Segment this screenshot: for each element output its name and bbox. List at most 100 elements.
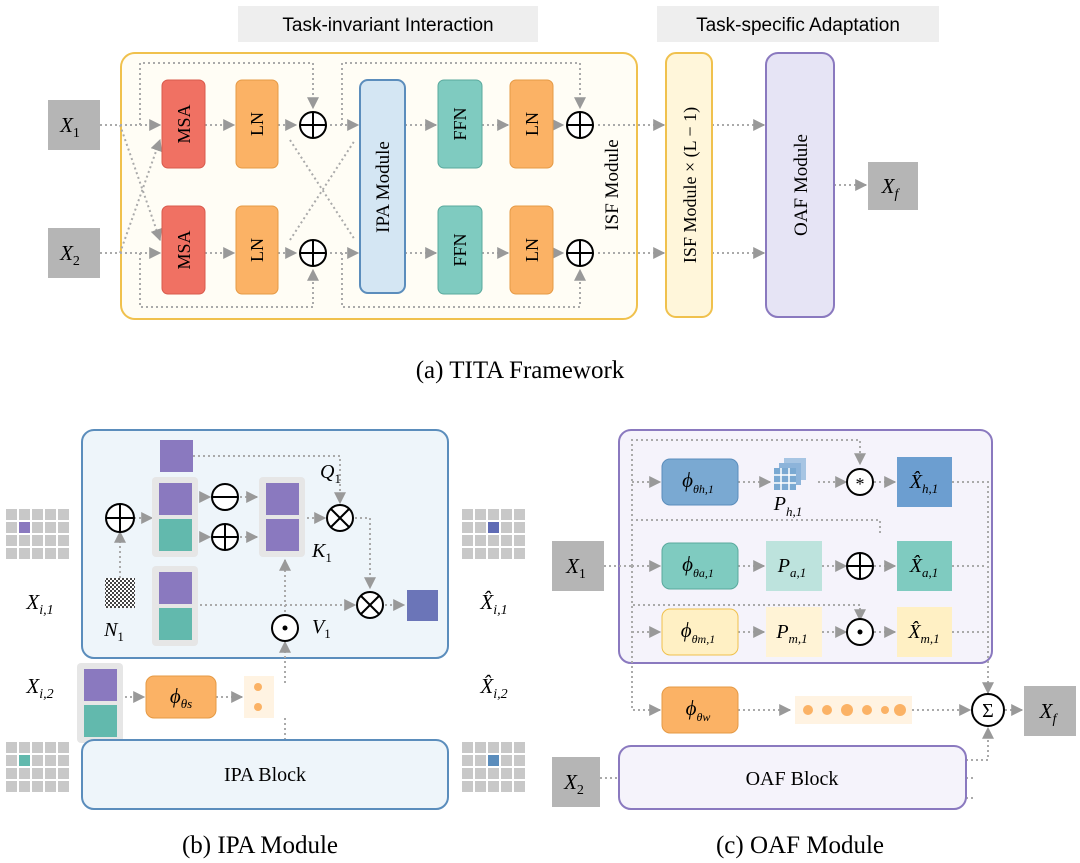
isf-repeat-block	[665, 52, 713, 318]
phi-theta-h-block	[661, 458, 739, 506]
ffn-label-top: FFN	[450, 107, 470, 140]
oaf-module-block	[765, 52, 835, 318]
grid-x-i2	[4, 740, 71, 794]
phi-theta-h-label: ϕθh,1	[682, 468, 714, 496]
phi-theta-w-block	[661, 686, 739, 734]
ffn-block-bottom	[437, 205, 483, 295]
ipa-module-label: IPA Module	[373, 141, 394, 233]
label-k1: K1	[311, 540, 332, 565]
oaf-input-x2	[552, 757, 600, 807]
oaf-block-label: OAF Block	[746, 768, 839, 790]
noise-n1	[105, 578, 135, 608]
sum-op: Σ	[971, 693, 1005, 727]
add-op-top-1	[299, 111, 327, 139]
ipa-block-frame	[81, 739, 449, 810]
section-a-tita-framework: Task-invariant Interaction Task-specific…	[48, 6, 939, 384]
label-xhat-i2: X̂i,2	[479, 674, 507, 702]
weight-dot-2	[254, 703, 262, 711]
isf-repeat-label: ISF Module × (L − 1)	[680, 107, 701, 263]
ffn-block-top	[437, 79, 483, 169]
token-stack-4-purple	[84, 669, 117, 701]
section-c-oaf-module: X1 X2 ϕθh,1 Ph,1 * X̂h,1 ϕθa,1 Pa,1	[552, 429, 1076, 859]
msa-block-top	[161, 79, 206, 169]
oaf-output-xf	[1024, 686, 1076, 736]
xhat-h1-label: X̂h,1	[909, 470, 938, 496]
ln-block-bottom-2	[509, 205, 554, 295]
multiply-op-qk	[326, 504, 354, 532]
section-a-caption: (a) TITA Framework	[416, 357, 625, 384]
p-m1-box	[766, 607, 822, 657]
phi-theta-m-block	[661, 608, 739, 656]
grid-x-i1	[4, 507, 71, 561]
dot-op-v	[271, 614, 299, 642]
weight-dot-1	[254, 683, 262, 691]
label-v1: V1	[312, 616, 331, 641]
ipa-block-label: IPA Block	[224, 764, 306, 786]
p-m1-label: Pm,1	[775, 621, 807, 646]
phi-theta-a-label: ϕθa,1	[682, 552, 714, 580]
p-a1-box	[766, 541, 822, 591]
svg-text:*: *	[856, 474, 865, 494]
output-xf-label: Xf	[881, 174, 901, 202]
input-x1-box	[48, 100, 100, 150]
subtract-op	[211, 483, 239, 511]
header-task-invariant: Task-invariant Interaction	[282, 15, 493, 36]
xhat-m1-label: X̂m,1	[907, 620, 939, 646]
msa-label-bottom: MSA	[174, 230, 194, 269]
add-op-oaf	[846, 552, 874, 580]
phi-theta-m-label: ϕθm,1	[681, 618, 715, 646]
isf-module-label: ISF Module	[602, 139, 623, 230]
phi-theta-s-label: ϕθs	[170, 684, 192, 711]
section-c-connectors	[600, 439, 1024, 799]
weights-row-bg	[795, 696, 912, 724]
section-b-caption: (b) IPA Module	[182, 832, 338, 859]
token-stack-1-teal	[159, 519, 192, 551]
token-stack-3-purple	[159, 572, 192, 604]
oaf-output-xf-label: Xf	[1039, 699, 1059, 727]
phi-theta-s-block	[145, 675, 217, 719]
ln-block-top-2	[509, 79, 554, 169]
label-x-i1: Xi,1	[25, 590, 53, 618]
oaf-input-x1	[552, 541, 604, 591]
ln-label-top-2: LN	[522, 112, 542, 136]
ln-label-bottom-2: LN	[522, 238, 542, 262]
token-stack-2-top	[266, 483, 299, 515]
token-stack-4-teal	[84, 705, 117, 737]
ln-block-top-1	[235, 79, 279, 169]
token-stack-2-bottom	[266, 519, 299, 551]
output-token	[407, 590, 438, 621]
header-task-specific-bg	[657, 6, 939, 42]
svg-text:Σ: Σ	[982, 700, 994, 722]
token-stack-1-purple	[159, 483, 192, 515]
grid-xhat-i1	[460, 507, 527, 561]
section-c-caption: (c) OAF Module	[716, 832, 884, 859]
section-b-ipa-module: Xi,1 Xi,2 X̂i,1 X̂i,2	[4, 429, 527, 859]
section-a-connectors	[100, 62, 868, 308]
grid-xhat-i2	[460, 740, 527, 794]
ln-label-top-1: LN	[247, 112, 267, 136]
p-a1-label: Pa,1	[777, 555, 806, 580]
label-p-h1: Ph,1	[773, 493, 802, 519]
phi-theta-w-label: ϕθw	[686, 696, 711, 724]
xhat-a1-label: X̂a,1	[909, 554, 938, 580]
add-op-mid	[211, 523, 239, 551]
oaf-block-frame	[618, 745, 967, 810]
label-x-i2: Xi,2	[25, 674, 53, 702]
phi-theta-a-block	[661, 542, 739, 590]
ln-block-bottom-1	[235, 205, 279, 295]
oaf-input-x2-label: X2	[563, 770, 584, 798]
label-n1: N1	[103, 619, 124, 644]
convolve-op: *	[846, 468, 874, 496]
input-x1-label: X1	[59, 113, 80, 141]
token-query-purple	[160, 440, 193, 472]
xhat-m1-box	[897, 607, 952, 657]
header-task-invariant-bg	[238, 6, 538, 42]
weight-dots-row	[803, 704, 906, 716]
oaf-input-x1-label: X1	[565, 554, 586, 582]
weights-bg	[244, 676, 274, 718]
header-task-specific: Task-specific Adaptation	[696, 15, 900, 36]
ipa-module-block	[359, 79, 406, 294]
multiply-op-v	[356, 591, 384, 619]
